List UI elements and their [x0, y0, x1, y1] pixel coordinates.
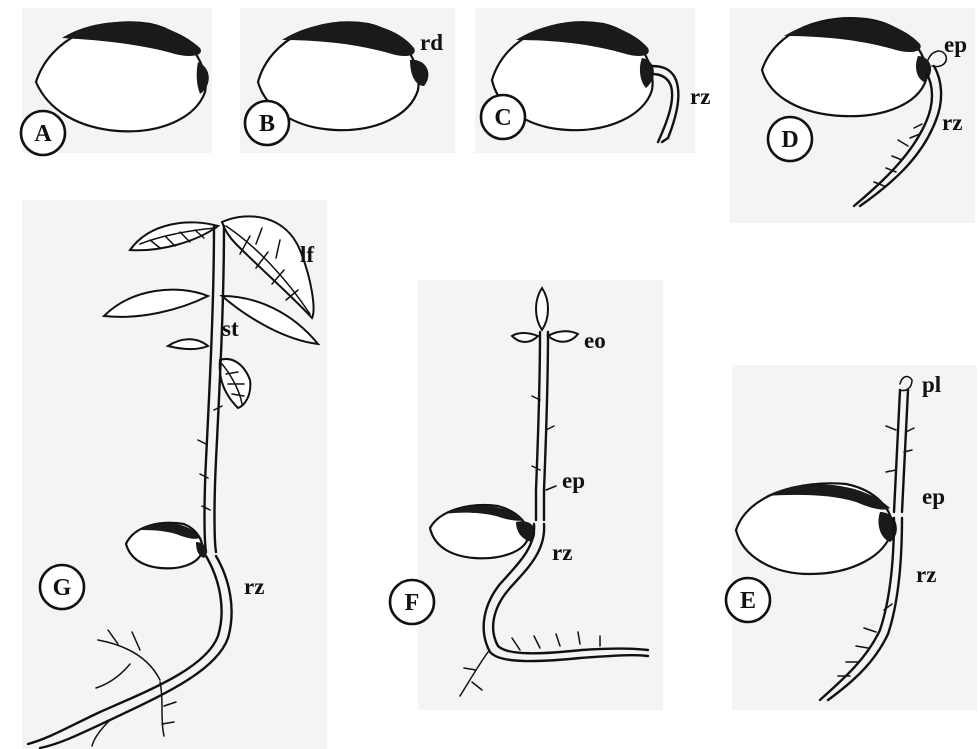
stage-d-marker: D: [768, 117, 812, 161]
stage-f-marker: F: [390, 580, 434, 624]
label-leaf-g: lf: [300, 242, 314, 267]
stage-e-letter: E: [740, 588, 756, 614]
label-radicle-f: rz: [552, 540, 572, 565]
label-epicotyl-e: ep: [922, 484, 945, 509]
label-radicle-g: rz: [244, 574, 264, 599]
stage-e-marker: E: [726, 578, 770, 622]
label-radicle-d: rz: [942, 110, 962, 135]
label-stem-g: st: [222, 316, 239, 341]
label-radicle-b: rd: [420, 30, 443, 55]
stage-g-seed: [126, 523, 207, 569]
label-epicotyl-f: ep: [562, 468, 585, 493]
label-eophyll-f: eo: [584, 328, 606, 353]
stage-d-letter: D: [781, 127, 798, 153]
label-plumule-e: pl: [922, 372, 941, 397]
stage-b-marker: B: [245, 101, 289, 145]
stage-c-letter: C: [494, 105, 511, 131]
stage-g-letter: G: [53, 575, 72, 601]
stage-b-letter: B: [259, 111, 275, 137]
label-epicotyl-d: ep: [944, 32, 967, 57]
stage-a-marker: A: [21, 111, 65, 155]
stage-f-letter: F: [405, 590, 420, 616]
stage-g-marker: G: [40, 565, 84, 609]
label-radicle-e: rz: [916, 562, 936, 587]
label-radicle-c: rz: [690, 84, 710, 109]
stage-c-marker: C: [481, 95, 525, 139]
stage-a-letter: A: [34, 121, 52, 147]
